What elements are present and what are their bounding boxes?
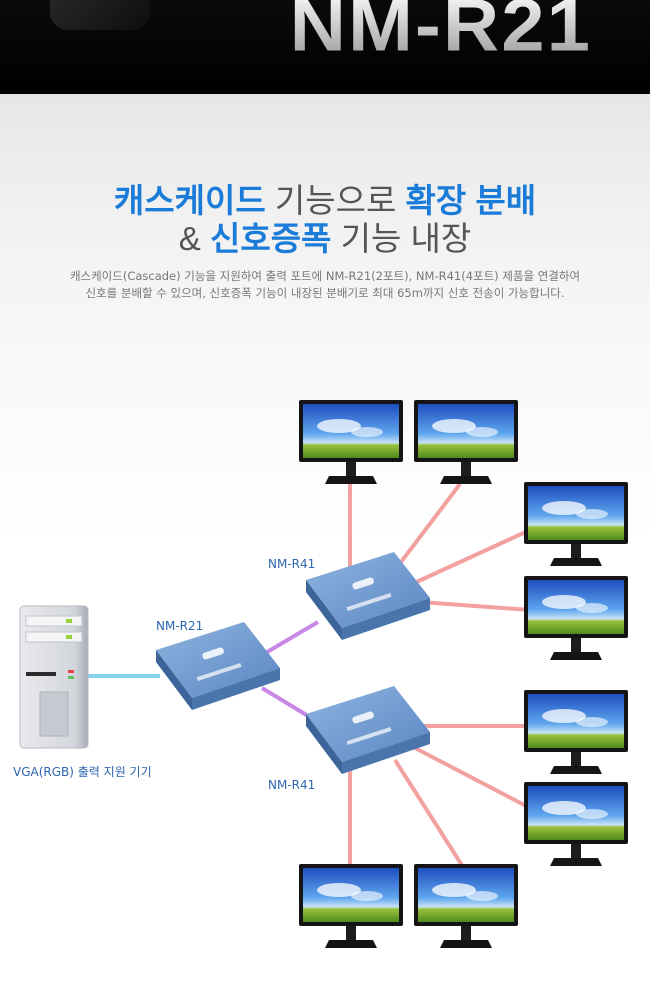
headline-1-part-2: 기능으로 [265,182,406,219]
label-nm-r41-bottom: NM-R41 [268,778,316,792]
splitter-nm-r21 [156,622,280,710]
monitor-icon [299,864,403,948]
headline-1-part-1: 캐스케이드 [113,182,266,219]
product-title: NM-R21 [290,0,592,62]
headline-2-part-2: 신호증폭 [209,220,332,257]
headline-line-2: & 신호증폭 기능 내장 [0,220,650,258]
cable-cascade-top [260,620,320,657]
headline-2-part-3: 기능 내장 [331,220,472,257]
monitor-cables [348,482,531,872]
description-line-2: 신호를 분배할 수 있으며, 신호증폭 기능이 내장된 분배기로 최대 65m까… [85,286,565,300]
cables [88,482,531,872]
headline-1-part-3: 확장 분배 [405,182,537,219]
label-nm-r41-top: NM-R41 [268,557,316,571]
splitter-nm-r41-bottom [306,686,430,774]
splitter-nm-r41-top [306,552,430,640]
product-photo [50,0,150,30]
monitor-icon [414,864,518,948]
monitor-icon [299,400,403,484]
label-source-device: VGA(RGB) 출력 지원 기기 [13,765,152,779]
main-section [0,94,650,1000]
headline-2-part-1: & [178,220,210,257]
label-nm-r21: NM-R21 [156,619,204,633]
top-banner: NM-R21 [0,0,650,94]
description-line-1: 캐스케이드(Cascade) 기능을 지원하여 출력 포트에 NM-R21(2포… [69,269,581,283]
source-pc-icon [19,605,89,749]
headline-line-1: 캐스케이드 기능으로 확장 분배 [0,182,650,220]
monitor-icon [524,576,628,660]
monitor-icon [414,400,518,484]
monitor-icon [524,690,628,774]
monitor-icon [524,782,628,866]
monitor-icon [524,482,628,566]
